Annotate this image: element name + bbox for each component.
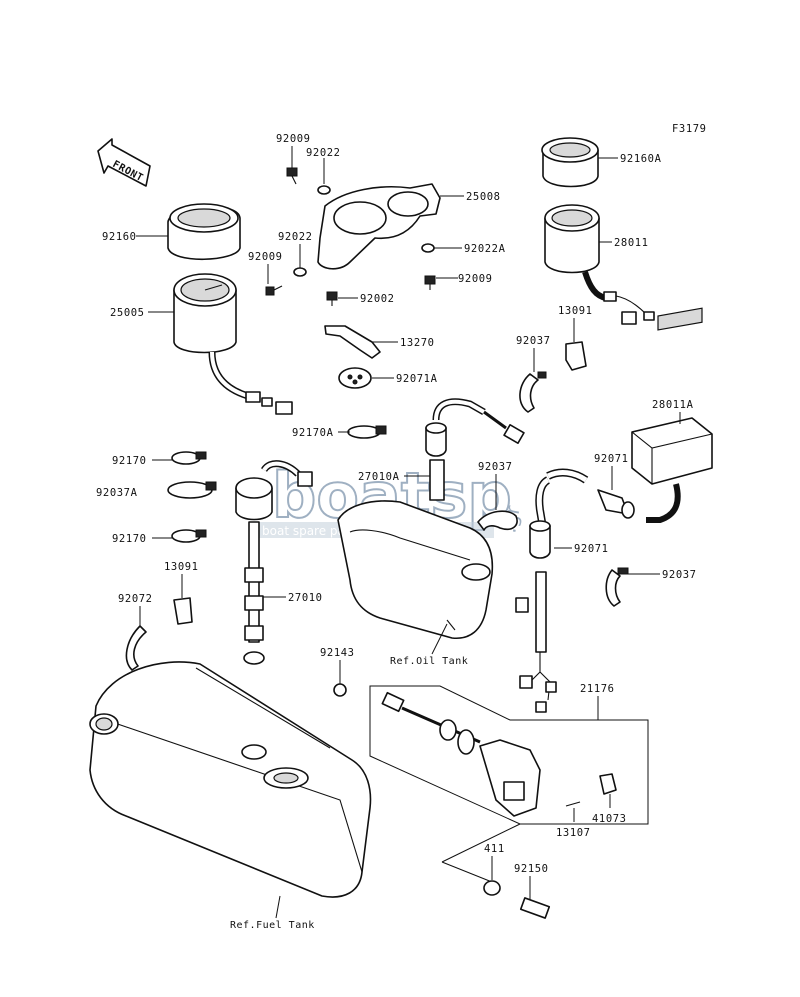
meter-28011A [631, 307, 713, 523]
assembly-21176-leader [441, 823, 521, 883]
screw-92009-left [265, 285, 283, 296]
label-92037-right: 92037 [662, 569, 697, 581]
cover-92160 [167, 203, 241, 261]
front-arrow-icon: FRONT [97, 138, 151, 187]
label-92037-top: 92037 [516, 335, 551, 347]
clamp-13091-left [173, 597, 193, 625]
grommet-92071A [338, 367, 372, 389]
bolt-92150 [519, 897, 551, 919]
label-13107: 13107 [556, 827, 591, 839]
label-92071A: 92071A [396, 373, 438, 385]
label-28011A: 28011A [652, 399, 694, 411]
label-92009-left: 92009 [248, 251, 283, 263]
harness-wire [515, 571, 557, 713]
screw-92009-top [286, 167, 298, 185]
washer-411 [483, 880, 501, 896]
label-13091-left: 13091 [164, 561, 199, 573]
hose-92071 [529, 468, 635, 559]
screw-92009-right [424, 275, 436, 290]
label-92160: 92160 [102, 231, 137, 243]
washer-92022-left [293, 267, 307, 277]
label-92071-bottom: 92071 [574, 543, 609, 555]
gauge-28011 [544, 204, 655, 325]
label-92022-left: 92022 [278, 231, 313, 243]
label-41073: 41073 [592, 813, 627, 825]
label-92071-top: 92071 [594, 453, 629, 465]
clip-41073 [599, 773, 617, 795]
label-92037A: 92037A [96, 487, 138, 499]
throttle-assembly-21176 [333, 683, 541, 817]
watermark-tagline: boat spare parts [262, 524, 361, 538]
label-92002: 92002 [360, 293, 395, 305]
gauge-25005 [173, 273, 293, 415]
label-21176: 21176 [580, 683, 615, 695]
label-92022-top: 92022 [306, 147, 341, 159]
label-27010: 27010 [288, 592, 323, 604]
label-92022A: 92022A [464, 243, 506, 255]
band-92037-mid [477, 510, 518, 531]
bracket-25008 [317, 183, 441, 270]
clamp-92037A [167, 481, 217, 499]
label-92170-bottom: 92170 [112, 533, 147, 545]
label-92143: 92143 [320, 647, 355, 659]
band-92037-top [519, 373, 539, 413]
ref-fuel-tank: Ref.Fuel Tank [230, 920, 315, 931]
clamp-13091-top [565, 341, 587, 371]
label-92170-top: 92170 [112, 455, 147, 467]
clamp-92170-bottom [171, 529, 207, 543]
label-92170A: 92170A [292, 427, 334, 439]
label-92009-right: 92009 [458, 273, 493, 285]
label-25008: 25008 [466, 191, 501, 203]
label-13270: 13270 [400, 337, 435, 349]
ref-oil-tank: Ref.Oil Tank [390, 656, 468, 667]
leader-lines [136, 146, 681, 900]
label-25005: 25005 [110, 307, 145, 319]
assembly-21176-box [369, 685, 649, 825]
label-27010A: 27010A [358, 471, 400, 483]
label-92150: 92150 [514, 863, 549, 875]
fuel-tank [89, 661, 372, 898]
label-92037-mid: 92037 [478, 461, 513, 473]
band-92037-right [605, 569, 621, 607]
label-28011: 28011 [614, 237, 649, 249]
figure-code: F3179 [672, 123, 707, 135]
band-92072 [125, 625, 147, 671]
washer-92022-top [317, 185, 331, 195]
washer-92022A [421, 243, 435, 253]
sender-27010A [425, 398, 525, 556]
label-13091-top: 13091 [558, 305, 593, 317]
label-92160A: 92160A [620, 153, 662, 165]
screw-92002 [326, 291, 338, 306]
cover-92160A [541, 137, 599, 188]
label-411: 411 [484, 843, 505, 855]
part-labels: 92009 92022 25008 92022 92022A 92009 920… [96, 133, 697, 875]
label-92009-top: 92009 [276, 133, 311, 145]
clamp-92170-top [171, 451, 207, 465]
oil-tank [337, 500, 494, 639]
stay-13270 [324, 325, 381, 359]
label-92072: 92072 [118, 593, 153, 605]
sender-27010 [235, 460, 313, 665]
pin-13107 [565, 801, 581, 807]
clamp-92170A [347, 425, 387, 439]
